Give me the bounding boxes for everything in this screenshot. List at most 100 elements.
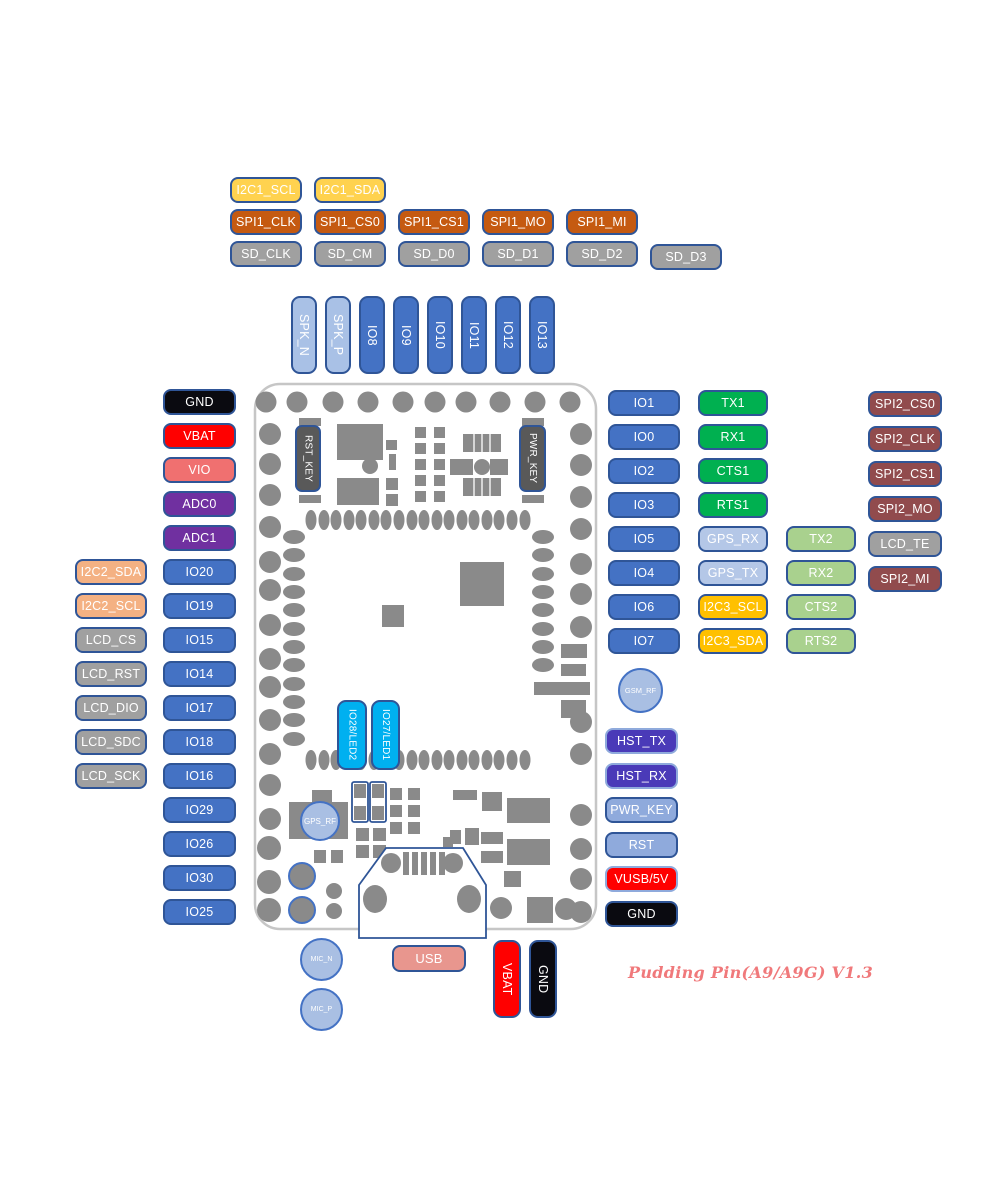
gsm-rf-antenna-pad: GSM_RF bbox=[618, 668, 663, 713]
pin-io9: IO9 bbox=[393, 296, 419, 374]
pin-io14: IO14 bbox=[163, 661, 236, 687]
pad-ring bbox=[255, 391, 592, 923]
pin-sd-d2: SD_D2 bbox=[566, 241, 638, 267]
gps-rf-antenna-pad: GPS_RF bbox=[300, 801, 340, 841]
pin-spi1-clk: SPI1_CLK bbox=[230, 209, 302, 235]
component-footprints bbox=[289, 418, 577, 923]
pin-gnd: GND bbox=[163, 389, 236, 415]
pin-rx2: RX2 bbox=[786, 560, 856, 586]
pin-spi1-mi: SPI1_MI bbox=[566, 209, 638, 235]
pin-io1: IO1 bbox=[608, 390, 680, 416]
i2c1-pin-row: I2C1_SCL I2C1_SDA bbox=[230, 177, 386, 203]
pin-io3: IO3 bbox=[608, 492, 680, 518]
pin-spi2-cs1: SPI2_CS1 bbox=[868, 461, 942, 487]
pin-io8: IO8 bbox=[359, 296, 385, 374]
pin-rx1: RX1 bbox=[698, 424, 768, 450]
pin-usb: USB bbox=[392, 945, 466, 972]
pin-i2c3-sda: I2C3_SDA bbox=[698, 628, 768, 654]
pin-io12: IO12 bbox=[495, 296, 521, 374]
pin-sd-d3: SD_D3 bbox=[650, 244, 722, 270]
pin-mic-n: MIC_N bbox=[300, 938, 343, 981]
pin-gnd-bottom: GND bbox=[529, 940, 557, 1018]
pin-mic-p: MIC_P bbox=[300, 988, 343, 1031]
inner-pad-rows bbox=[283, 510, 554, 770]
pin-tx1: TX1 bbox=[698, 390, 768, 416]
pin-io10: IO10 bbox=[427, 296, 453, 374]
pin-sd-d1: SD_D1 bbox=[482, 241, 554, 267]
pin-spi2-mo: SPI2_MO bbox=[868, 496, 942, 522]
pin-io2: IO2 bbox=[608, 458, 680, 484]
pin-spi1-cs1: SPI1_CS1 bbox=[398, 209, 470, 235]
pin-spi2-clk: SPI2_CLK bbox=[868, 426, 942, 452]
pin-io27-led1: IO27/LED1 bbox=[371, 700, 400, 770]
mic-pad-2 bbox=[288, 896, 316, 924]
component-stripes bbox=[473, 434, 491, 496]
pin-io26: IO26 bbox=[163, 831, 236, 857]
pin-io28-led2: IO28/LED2 bbox=[337, 700, 367, 770]
pin-rst: RST bbox=[605, 831, 678, 858]
pin-cts2: CTS2 bbox=[786, 594, 856, 620]
pin-pwr-key: PWR_KEY bbox=[605, 797, 678, 823]
pin-io5: IO5 bbox=[608, 526, 680, 552]
sd-pin-row: SD_CLK SD_CM SD_D0 SD_D1 SD_D2 SD_D3 bbox=[230, 241, 722, 270]
pin-io13: IO13 bbox=[529, 296, 555, 374]
pin-io29: IO29 bbox=[163, 797, 236, 823]
pin-gps-tx: GPS_TX bbox=[698, 560, 768, 586]
pin-spi1-cs0: SPI1_CS0 bbox=[314, 209, 386, 235]
pin-adc0: ADC0 bbox=[163, 491, 236, 517]
mic-pad-1 bbox=[288, 862, 316, 890]
pin-io30: IO30 bbox=[163, 865, 236, 891]
pin-sd-d0: SD_D0 bbox=[398, 241, 470, 267]
pin-spi2-cs0: SPI2_CS0 bbox=[868, 391, 942, 417]
spi1-pin-row: SPI1_CLK SPI1_CS0 SPI1_CS1 SPI1_MO SPI1_MI bbox=[230, 209, 638, 235]
pin-i2c1-scl: I2C1_SCL bbox=[230, 177, 302, 203]
pin-rts2: RTS2 bbox=[786, 628, 856, 654]
rst-key-button: RST_KEY bbox=[295, 425, 321, 492]
pin-io6: IO6 bbox=[608, 594, 680, 620]
diagram-title: Pudding Pin(A9/A9G) V1.3 bbox=[628, 963, 874, 982]
pin-i2c2-sda: I2C2_SDA bbox=[75, 559, 147, 585]
pin-io20: IO20 bbox=[163, 559, 236, 585]
pin-adc1: ADC1 bbox=[163, 525, 236, 551]
pin-i2c3-scl: I2C3_SCL bbox=[698, 594, 768, 620]
pin-sd-cm: SD_CM bbox=[314, 241, 386, 267]
pin-lcd-sdc: LCD_SDC bbox=[75, 729, 147, 755]
pin-io19: IO19 bbox=[163, 593, 236, 619]
board-graphic bbox=[253, 382, 598, 939]
pin-vusb-5v: VUSB/5V bbox=[605, 866, 678, 892]
usb-connector-outline bbox=[358, 847, 487, 939]
pin-io18: IO18 bbox=[163, 729, 236, 755]
pin-io17: IO17 bbox=[163, 695, 236, 721]
pin-tx2: TX2 bbox=[786, 526, 856, 552]
led-footprints bbox=[351, 781, 387, 823]
pin-vio: VIO bbox=[163, 457, 236, 483]
pin-lcd-sck: LCD_SCK bbox=[75, 763, 147, 789]
pin-spk-p: SPK_P bbox=[325, 296, 351, 374]
pin-i2c1-sda: I2C1_SDA bbox=[314, 177, 386, 203]
pin-io11: IO11 bbox=[461, 296, 487, 374]
pin-io25: IO25 bbox=[163, 899, 236, 925]
pin-io16: IO16 bbox=[163, 763, 236, 789]
pin-gnd: GND bbox=[605, 900, 678, 927]
pin-io7: IO7 bbox=[608, 628, 680, 654]
pin-sd-clk: SD_CLK bbox=[230, 241, 302, 267]
pin-spi1-mo: SPI1_MO bbox=[482, 209, 554, 235]
pwr-key-button: PWR_KEY bbox=[519, 425, 546, 492]
pin-lcd-te: LCD_TE bbox=[868, 531, 942, 557]
pin-lcd-dio: LCD_DIO bbox=[75, 695, 147, 721]
pin-spi2-mi: SPI2_MI bbox=[868, 566, 942, 592]
pin-hst-tx: HST_TX bbox=[605, 728, 678, 754]
pin-lcd-rst: LCD_RST bbox=[75, 661, 147, 687]
pin-io4: IO4 bbox=[608, 560, 680, 586]
pin-vbat: VBAT bbox=[163, 423, 236, 449]
pin-gps-rx: GPS_RX bbox=[698, 526, 768, 552]
pin-io15: IO15 bbox=[163, 627, 236, 653]
